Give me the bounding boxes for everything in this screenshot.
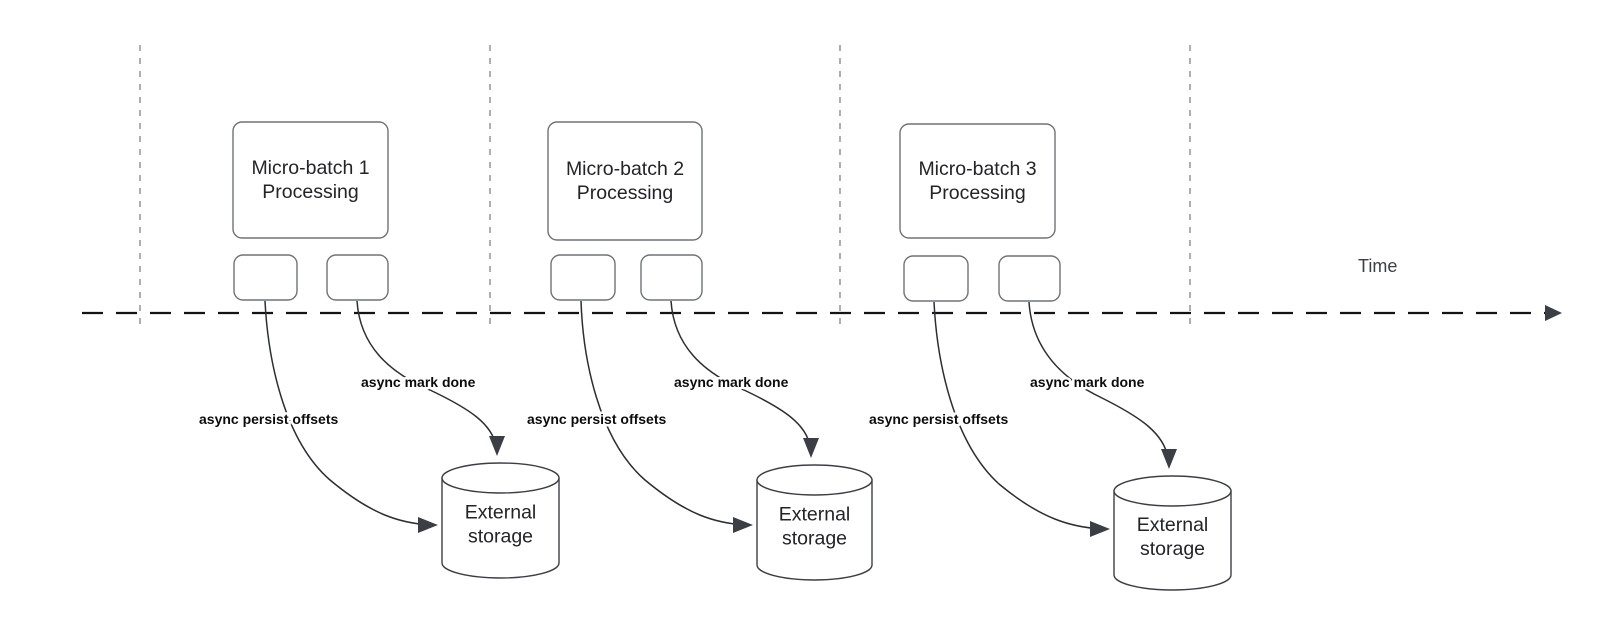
task-persist-task-node[interactable]: [903, 255, 969, 302]
storage-cylinder-body: [441, 477, 560, 579]
task-mark-task-node[interactable]: [640, 254, 703, 301]
edge-persist-offsets-arrow-icon: [733, 517, 753, 533]
edge-persist-offsets-label: async persist offsets: [199, 411, 338, 427]
edge-persist-offsets-label-halo: async persist offsets: [869, 411, 1008, 427]
storage-cylinder-body: [756, 479, 873, 581]
time-axis-label: Time: [1358, 256, 1397, 276]
task-mark-task-box[interactable]: [640, 254, 703, 301]
storage-cylinder-top: [1113, 475, 1232, 507]
edge-persist-offsets-label-halo: async persist offsets: [527, 411, 666, 427]
micro-batch-process-box[interactable]: [232, 121, 389, 239]
micro-batch-process-box[interactable]: [899, 123, 1056, 239]
edge-persist-offsets-label: async persist offsets: [527, 411, 666, 427]
edge-persist-offsets: [933, 301, 1110, 537]
edge-persist-offsets-path: [264, 300, 431, 526]
edge-mark-done-label-halo: async mark done: [361, 374, 476, 390]
task-mark-task-box[interactable]: [326, 254, 389, 301]
task-persist-task-box[interactable]: [233, 254, 298, 301]
task-persist-task-box[interactable]: [903, 255, 969, 302]
task-mark-task-box[interactable]: [998, 255, 1061, 302]
edge-persist-offsets: [264, 300, 438, 533]
task-mark-task-node[interactable]: [326, 254, 389, 301]
edge-persist-offsets-label: async persist offsets: [869, 411, 1008, 427]
task-persist-task-node[interactable]: [550, 254, 616, 301]
edge-mark-done-path: [356, 300, 497, 447]
edge-mark-done-label-halo: async mark done: [674, 374, 789, 390]
edge-mark-done-arrow-icon: [489, 436, 505, 456]
edge-persist-offsets-arrow-icon: [418, 517, 438, 533]
storage-cylinder-top: [756, 464, 873, 496]
task-persist-task-node[interactable]: [233, 254, 298, 301]
edge-persist-offsets-path: [933, 301, 1102, 530]
task-mark-task-node[interactable]: [998, 255, 1061, 302]
edge-mark-done-arrow-icon: [1161, 449, 1177, 469]
edge-persist-offsets: [580, 300, 753, 533]
edge-mark-done-path: [1028, 301, 1169, 459]
edge-persist-offsets-label-halo: async persist offsets: [199, 411, 338, 427]
edge-persist-offsets-arrow-icon: [1090, 521, 1110, 537]
edge-mark-done: [356, 300, 505, 456]
edge-mark-done-label-halo: async mark done: [1030, 374, 1145, 390]
edge-mark-done-path: [670, 300, 811, 447]
timeline-arrow-icon: [1545, 305, 1562, 321]
edge-mark-done: [1028, 301, 1177, 469]
edge-mark-done-label: async mark done: [361, 374, 476, 390]
edge-mark-done-label: async mark done: [674, 374, 789, 390]
storage-cylinder-top: [441, 462, 560, 494]
edge-persist-offsets-path: [580, 300, 746, 526]
task-persist-task-box[interactable]: [550, 254, 616, 301]
micro-batch-process-box[interactable]: [547, 121, 703, 241]
edge-mark-done-arrow-icon: [803, 438, 819, 458]
storage-cylinder-body: [1113, 490, 1232, 591]
edge-mark-done: [670, 300, 819, 458]
edge-mark-done-label: async mark done: [1030, 374, 1145, 390]
timeline-axis: [82, 305, 1562, 321]
